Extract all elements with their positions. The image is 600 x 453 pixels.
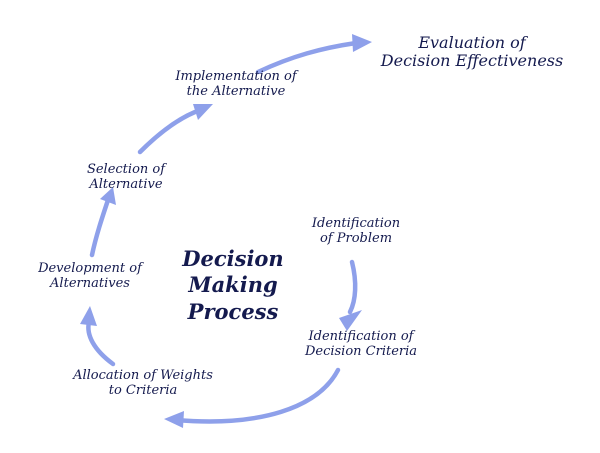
step-identification-of-problem: Identification of Problem <box>290 216 422 247</box>
arrowhead-criteria <box>339 310 362 331</box>
step-label-line: the Alternative <box>186 83 286 99</box>
arrow-criteria-to-weights <box>173 367 341 424</box>
step-label-line: Selection of <box>86 162 166 177</box>
step-identification-of-criteria: Identification of Decision Criteria <box>276 329 446 360</box>
diagram-title: Decision Making Process <box>163 246 303 325</box>
arrow-implementation-to-evaluation <box>255 40 359 75</box>
step-implementation-of-alternative: Implementation of the Alternative <box>140 69 332 100</box>
title-line: Making <box>188 272 278 298</box>
step-label-line: Allocation of Weights <box>73 368 213 383</box>
step-label-line: Alternative <box>89 176 163 192</box>
arrowhead-selection <box>100 187 116 205</box>
arrow-problem-to-criteria <box>347 259 358 315</box>
arrow-weights-to-development <box>86 319 116 367</box>
title-line: Process <box>187 298 279 324</box>
step-selection-of-alternative: Selection of Alternative <box>66 162 186 193</box>
step-label-line: to Criteria <box>108 382 178 398</box>
step-allocation-of-weights: Allocation of Weights to Criteria <box>48 368 238 399</box>
step-label-line: of Problem <box>319 230 393 246</box>
arrowhead-development <box>80 306 97 326</box>
step-development-of-alternatives: Development of Alternatives <box>14 261 166 292</box>
arrowhead-weights <box>164 411 184 428</box>
step-label-line: Alternatives <box>50 275 130 291</box>
arrow-development-to-selection <box>89 197 111 258</box>
step-label-line: Identification of <box>308 329 414 344</box>
title-line: Decision <box>182 246 284 271</box>
step-label-line: Evaluation of <box>418 33 526 52</box>
step-evaluation-of-effectiveness: Evaluation of Decision Effectiveness <box>356 33 588 71</box>
step-label-line: Identification <box>311 216 401 231</box>
step-label-line: Development of <box>38 261 142 276</box>
step-label-line: Decision Criteria <box>304 343 418 359</box>
arrowhead-implementation <box>193 104 213 120</box>
step-label-line: Implementation of <box>175 69 297 84</box>
step-label-line: Decision Effectiveness <box>380 51 564 71</box>
arrow-selection-to-implementation <box>137 109 198 155</box>
arrowhead-evaluation <box>352 34 372 52</box>
